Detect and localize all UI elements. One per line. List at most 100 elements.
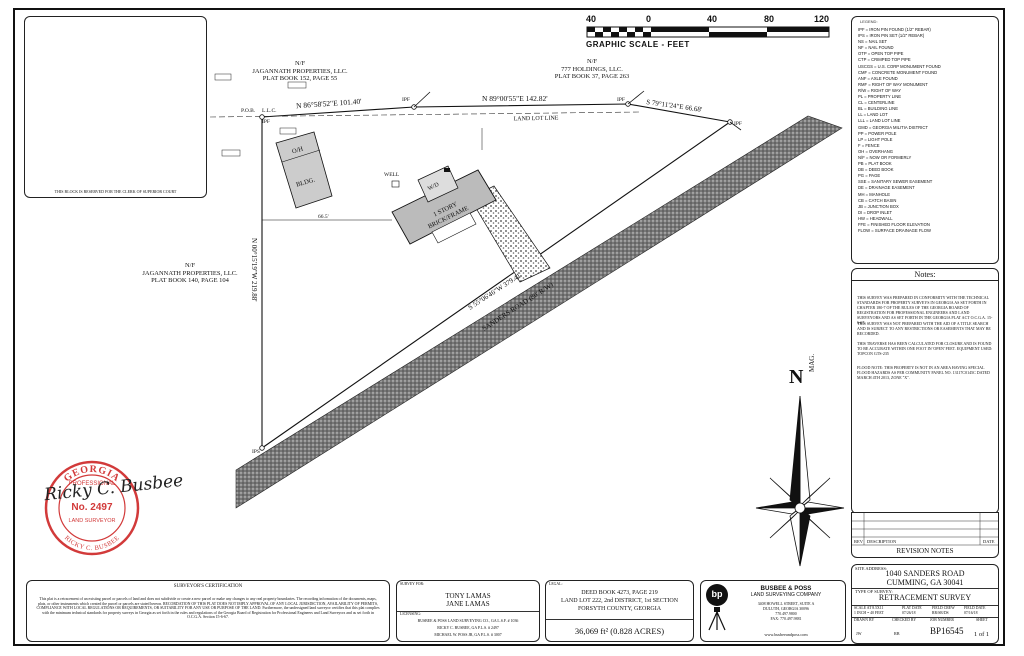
scale-label: GRAPHIC SCALE - FEET (586, 40, 690, 49)
seal-ring-text: PROFESSIONAL (68, 481, 116, 487)
legend-item: HW = HEADWALL (858, 215, 893, 221)
legend-item: GMD = GEORGIA MILITIA DISTRICT (858, 124, 928, 130)
company-addr-1: 3408 HOWELL STREET, SUITE A (757, 602, 815, 606)
scale-tick: 120 (814, 14, 830, 24)
legend-item: SSE = SANITARY SEWER EASEMENT (858, 179, 933, 185)
tripod-icon (708, 607, 726, 631)
company-name-2: LAND SURVEYING COMPANY (750, 592, 822, 598)
scale-tick: 40 (586, 14, 597, 24)
legal-label: LEGAL: (549, 582, 563, 586)
sheet-number: 1 of 1 (974, 631, 990, 638)
site-address-label: SITE ADDRESS: (855, 566, 888, 571)
scale-tick: 0 (646, 14, 652, 24)
company-phone: 770.497.9800 (775, 612, 797, 616)
pob-label: P.O.B. (241, 108, 256, 114)
client-name-1: TONY LAMAS (445, 592, 491, 600)
legend-item: CTP = CRIMPED TOP PIPE (858, 57, 911, 63)
checked-by: RB (894, 631, 900, 636)
company-website: www.busbeeandposs.com (764, 632, 808, 637)
legend-item: LP = LIGHT POLE (858, 136, 893, 142)
job-number-label: JOB NUMBER (930, 618, 954, 622)
scale-tick: 40 (707, 14, 718, 24)
notes-box: Notes: THIS SURVEY WAS PREPARED IN CONFO… (851, 268, 999, 514)
legend-item: OTP = OPEN TOP PIPE (858, 51, 904, 57)
owner-north-right: N/F 777 HOLDINGS, LLC. PLAT BOOK 37, PAG… (532, 58, 652, 81)
owner-line: N/F (184, 262, 196, 269)
client-name-2: JANE LAMAS (446, 600, 490, 608)
legend-item: USCGS = U.S. CORP MONUMENT FOUND (858, 63, 941, 69)
graphic-scale: 40 0 40 80 120 GRAPHIC SCALE - FEET (586, 14, 832, 50)
legal-line-3: FORSYTH COUNTY, GEORGIA (577, 606, 662, 612)
legend-list: IPF = IRON PIN FOUND (1/2" REBAR)IPS = I… (858, 27, 994, 234)
scale-value: 1 INCH = 40 FEET (854, 611, 884, 615)
north-arrow-n: N (789, 366, 804, 388)
revision-col-rev: REV (854, 539, 863, 544)
legend-item: NS = NAIL SET (858, 39, 888, 45)
seal-graphic: GEORGIA RICKY C. BUSBEE (44, 460, 140, 556)
sheet-label: SHEET (976, 618, 988, 622)
ipf-label: IPF (402, 97, 410, 103)
site-address-2: CUMMING, GA 30041 (886, 578, 964, 587)
scale-tick: 80 (764, 14, 775, 24)
surveyor-seal: GEORGIA RICKY C. BUSBEE PROFESSIONAL No.… (44, 460, 140, 556)
survey-for-box: SURVEY FOR: TONY LAMAS JANE LAMAS LICENS… (396, 580, 540, 642)
revision-col-desc: DESCRIPTION (867, 539, 897, 544)
legend-item: OH = OVERHANG (858, 148, 894, 154)
legal-area: 36,069 ft² (0.828 ACRES) (574, 626, 665, 636)
company-addr-2: DULUTH, GEORGIA 30096 (763, 607, 809, 611)
ips-label: IPS (252, 449, 260, 455)
license-line: MICHAEL W. POSS JR, GA P.L.S. # 3007 (434, 633, 502, 637)
owner-line: PLAT BOOK 37, PAGE 263 (554, 73, 630, 80)
owner-west: N/F JAGANNATH PROPERTIES, LLC. PLAT BOOK… (130, 262, 250, 285)
company-logo: bp (706, 584, 728, 606)
clerk-block: THIS BLOCK IS RESERVED FOR THE CLERK OF … (24, 16, 207, 198)
ipf-label: IPF (617, 97, 625, 103)
notes-para: THIS SURVEY WAS PREPARED IN CONFORMITY W… (857, 295, 993, 325)
field-crew-label: FIELD CREW (932, 606, 955, 610)
legend-item: CL = CENTERLINE (858, 100, 895, 106)
seal-number: No. 2497 (71, 502, 113, 513)
legend-item: IPS = IRON PIN SET (1/2" REBAR) (858, 33, 925, 39)
job-number: BP16545 (930, 626, 964, 636)
legend-item: RMF = RIGHT OF WAY MONUMENT (858, 81, 928, 87)
notes-para: FLOOD NOTE: THIS PROPERTY IS NOT IN AN A… (857, 365, 990, 380)
certification-box: SURVEYOR'S CERTIFICATION This plat is a … (26, 580, 390, 642)
certification-title: SURVEYOR'S CERTIFICATION (173, 584, 243, 589)
scale-label: SCALE AT 8.5X11 (854, 606, 884, 610)
notes-para: THIS SURVEY WAS NOT PREPARED WITH THE AI… (857, 321, 991, 336)
notes-title: Notes: (852, 270, 998, 281)
legend-item: MH = MANHOLE (858, 191, 890, 197)
legal-box: LEGAL: DEED BOOK 4273, PAGE 219 LAND LOT… (545, 580, 694, 642)
plat-sheet (13, 8, 1005, 646)
legend-item: N/F = NOW OR FORMERLY (858, 154, 912, 160)
legend-item: DI = DROP INLET (858, 209, 893, 215)
company-box: bp BUSBEE & POSS LAND SURVEYING COMPANY … (700, 580, 846, 642)
licensing-label: LICENSING: (400, 612, 422, 616)
scale-ticks: 40 0 40 80 120 (586, 14, 832, 24)
legend-item: R/W = RIGHT OF WAY (858, 87, 902, 93)
scale-bar (586, 26, 830, 38)
legend-item: PL = PROPERTY LINE (858, 94, 902, 100)
legend-item: PB = PLAT BOOK (858, 161, 892, 167)
field-date-label: FIELD DATE (964, 606, 986, 610)
revision-col-date: DATE (983, 539, 995, 544)
owner-line: N/F (294, 60, 306, 67)
legend-item: DE = DRAINAGE EASEMENT (858, 185, 915, 191)
owner-line: 777 HOLDINGS, LLC. (561, 65, 623, 73)
revision-grid (852, 513, 998, 546)
site-address-1: 1040 SANDERS ROAD (885, 569, 965, 578)
legend-item: LL = LAND LOT (858, 112, 888, 118)
legend-item: FFE = FINISHED FLOOR ELEVATION (858, 222, 930, 227)
legend-item: JB = JUNCTION BOX (858, 203, 899, 209)
well-label: WELL (384, 172, 400, 178)
revision-box: REV DESCRIPTION DATE REVISION NOTES (851, 512, 999, 558)
company-name-1: BUSBEE & POSS (760, 585, 812, 592)
owner-line: JAGANNATH PROPERTIES, LLC. (252, 67, 348, 75)
clerk-block-text: THIS BLOCK IS RESERVED FOR THE CLERK OF … (54, 189, 177, 194)
drawn-by: JW (856, 631, 862, 636)
checked-by-label: CHECKED BY (892, 618, 917, 622)
bearing-north-2: N 89°00'55"E 142.82' (482, 94, 548, 103)
legend-item: DB = DEED BOOK (858, 167, 894, 173)
revision-title: REVISION NOTES (896, 547, 954, 555)
ipf-label: IPF (262, 119, 270, 125)
